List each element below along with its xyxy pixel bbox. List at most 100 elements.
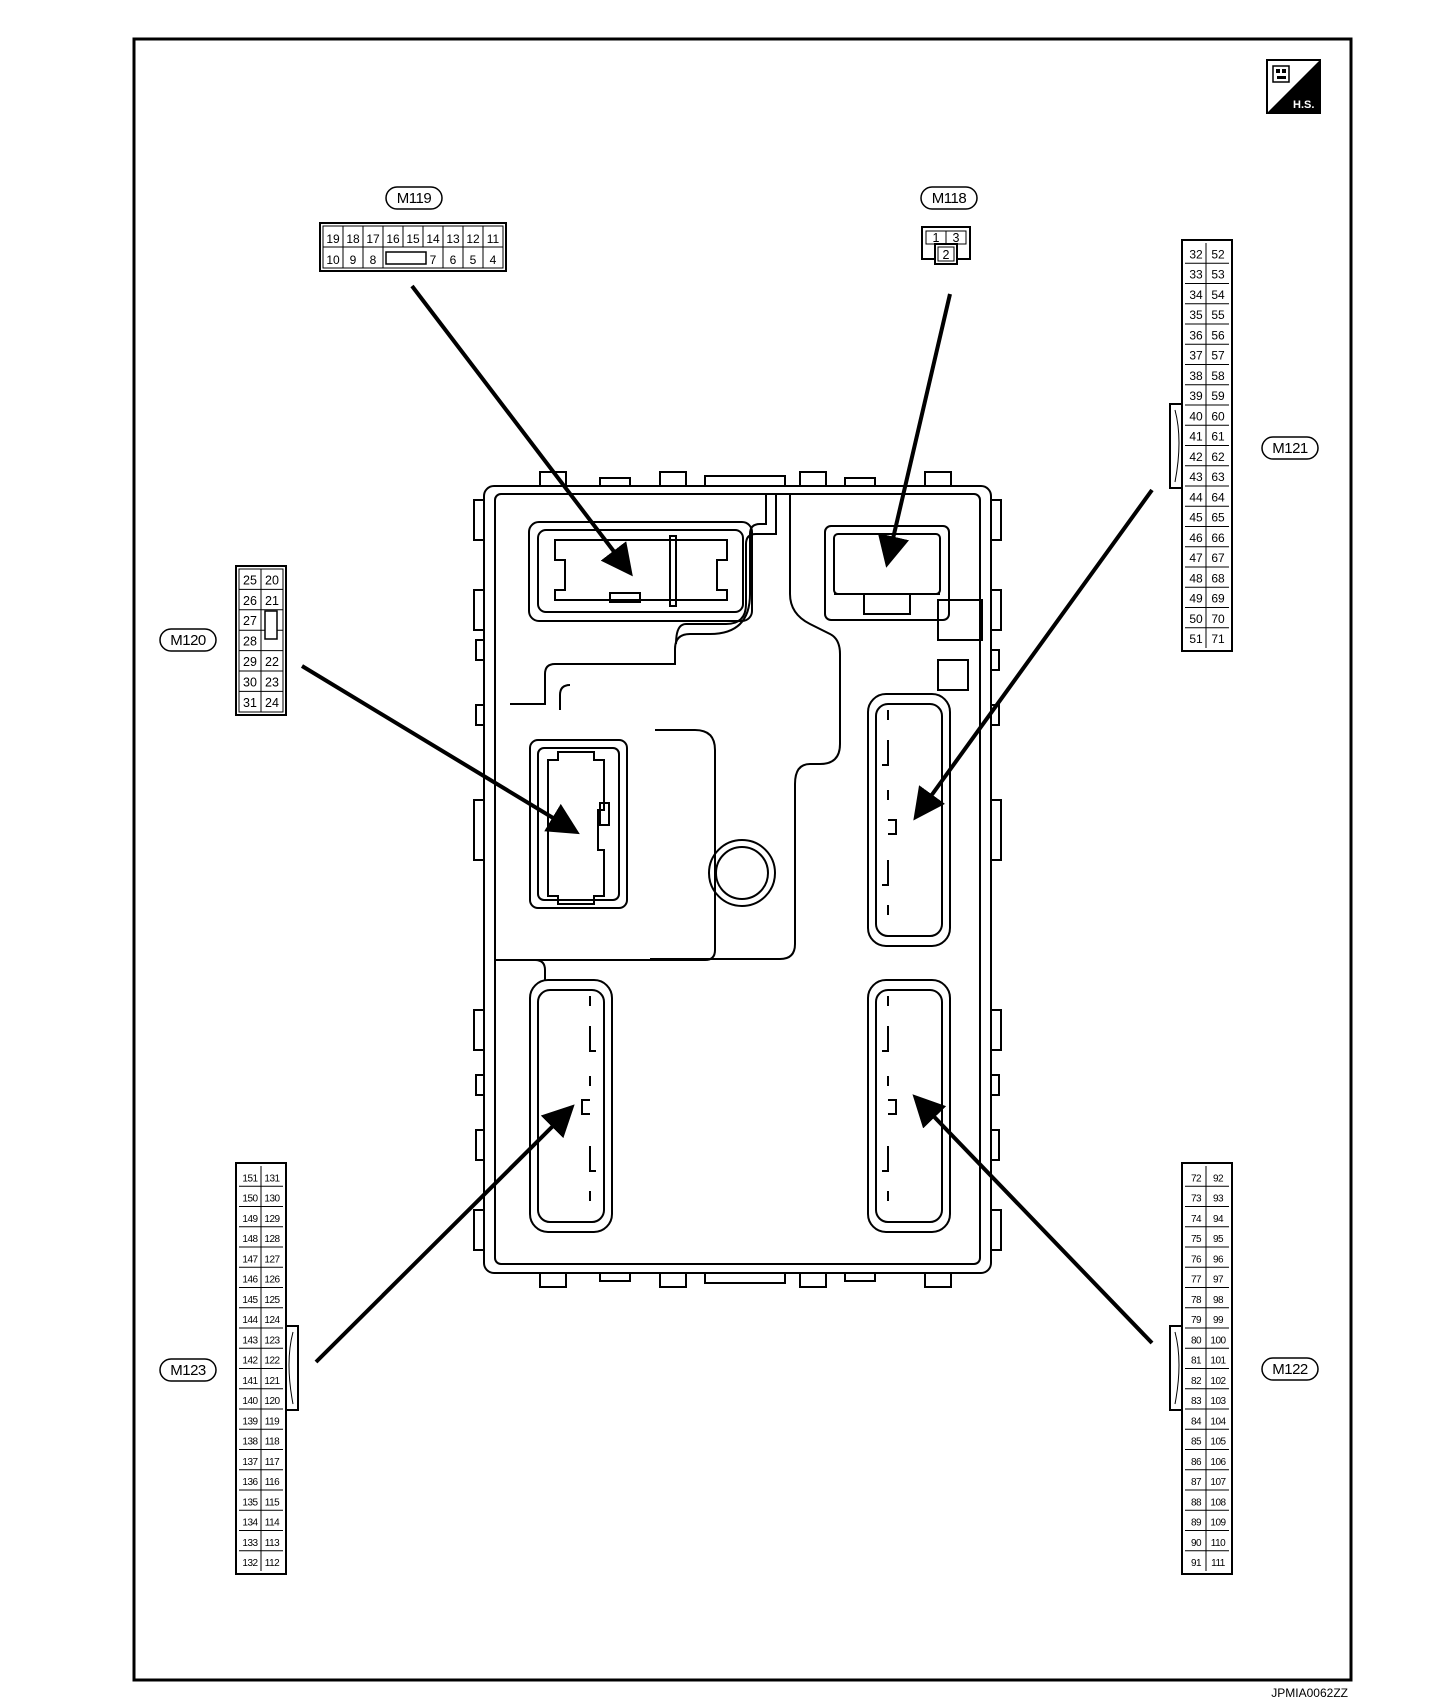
connector-icon xyxy=(1272,65,1290,83)
m121-pin: 65 xyxy=(1211,511,1225,525)
m123-pin: 123 xyxy=(264,1335,280,1346)
m119-pin: 10 xyxy=(326,253,340,267)
m122-pin: 84 xyxy=(1191,1416,1202,1427)
connector-face-m121: 3233343536373839404142434445464748495051… xyxy=(1169,239,1233,652)
m121-pin: 45 xyxy=(1189,511,1203,525)
connector-label-m123: M123 xyxy=(159,1358,217,1382)
m119-pin: 11 xyxy=(487,232,500,246)
m119-pin: 17 xyxy=(366,232,380,246)
hs-badge: H.S. xyxy=(1266,59,1321,114)
m120-pin: 24 xyxy=(265,696,279,710)
m119-pin: 8 xyxy=(370,253,377,267)
m123-pin: 119 xyxy=(265,1416,280,1427)
m123-pin: 130 xyxy=(264,1194,280,1205)
m121-pin: 70 xyxy=(1211,612,1225,626)
m118-pin: 2 xyxy=(943,248,950,262)
m123-pin: 144 xyxy=(242,1315,258,1326)
m123-pin: 129 xyxy=(264,1214,280,1225)
m120-pin: 21 xyxy=(265,594,279,608)
connector-label-m121: M121 xyxy=(1261,436,1319,460)
m122-pin: 107 xyxy=(1210,1477,1226,1488)
m120-pin: 25 xyxy=(243,573,257,587)
m122-pin: 77 xyxy=(1191,1275,1202,1286)
m122-pin: 88 xyxy=(1191,1497,1202,1508)
m119-pin: 4 xyxy=(490,253,497,267)
m123-pin: 120 xyxy=(264,1396,280,1407)
m122-pin: 79 xyxy=(1191,1315,1202,1326)
m123-pin: 127 xyxy=(264,1254,280,1265)
m122-pin: 72 xyxy=(1191,1173,1202,1184)
m123-pin: 134 xyxy=(242,1518,258,1529)
m122-pin: 97 xyxy=(1213,1275,1224,1286)
arrow-m123 xyxy=(314,1104,575,1364)
m121-pin: 49 xyxy=(1189,592,1203,606)
m120-pin: 29 xyxy=(243,655,257,669)
m120-pin: 23 xyxy=(265,675,279,689)
m123-pin: 121 xyxy=(264,1376,280,1387)
m122-pin: 91 xyxy=(1191,1558,1202,1569)
svg-text:M123: M123 xyxy=(170,1362,206,1379)
page-frame xyxy=(132,37,1353,1682)
m123-pin: 126 xyxy=(264,1275,280,1286)
m121-pin: 59 xyxy=(1211,389,1225,403)
svg-text:M122: M122 xyxy=(1272,1361,1308,1378)
svg-text:M121: M121 xyxy=(1272,440,1308,457)
arrow-m122 xyxy=(912,1094,1154,1345)
m120-pin: 22 xyxy=(265,655,279,669)
m123-pin: 131 xyxy=(264,1173,280,1184)
m122-pin: 89 xyxy=(1191,1518,1202,1529)
m121-pin: 57 xyxy=(1211,349,1225,363)
m123-pin: 137 xyxy=(242,1457,258,1468)
m122-pin: 99 xyxy=(1213,1315,1224,1326)
m121-pin: 53 xyxy=(1211,268,1225,282)
m122-pin: 96 xyxy=(1213,1254,1224,1265)
ipdm-unit xyxy=(473,471,1002,1288)
connector-label-m122: M122 xyxy=(1261,1357,1319,1381)
m123-pin: 135 xyxy=(242,1497,258,1508)
figure-code: JPMIA0062ZZ xyxy=(1271,1686,1348,1700)
m121-pin: 42 xyxy=(1189,450,1203,464)
m122-pin: 78 xyxy=(1191,1295,1202,1306)
m123-pin: 133 xyxy=(242,1538,258,1549)
m123-pin: 139 xyxy=(242,1416,258,1427)
m122-pin: 109 xyxy=(1210,1518,1226,1529)
m123-pin: 151 xyxy=(242,1173,258,1184)
m121-pin: 56 xyxy=(1211,328,1225,342)
m119-pin: 13 xyxy=(446,232,460,246)
m120-pin: 20 xyxy=(265,573,279,587)
m122-pin: 111 xyxy=(1211,1558,1226,1569)
arrow-m118 xyxy=(877,293,952,568)
m122-pin: 105 xyxy=(1210,1437,1226,1448)
m119-pin: 15 xyxy=(406,232,420,246)
m122-pin: 98 xyxy=(1213,1295,1224,1306)
m121-pin: 62 xyxy=(1211,450,1225,464)
m123-pin: 125 xyxy=(264,1295,280,1306)
m122-pin: 90 xyxy=(1191,1538,1202,1549)
m121-pin: 35 xyxy=(1189,308,1203,322)
m122-pin: 93 xyxy=(1213,1194,1224,1205)
connector-label-m118: M118 xyxy=(920,186,978,210)
m122-pin: 76 xyxy=(1191,1254,1202,1265)
m121-pin: 43 xyxy=(1189,470,1203,484)
m123-pin: 128 xyxy=(264,1234,280,1245)
m122-pin: 86 xyxy=(1191,1457,1202,1468)
m122-pin: 104 xyxy=(1210,1416,1226,1427)
m123-pin: 140 xyxy=(242,1396,258,1407)
m123-pin: 112 xyxy=(265,1558,280,1569)
m122-pin: 100 xyxy=(1210,1335,1226,1346)
connector-face-m118: 1 3 2 xyxy=(921,226,971,265)
badge-text: H.S. xyxy=(1293,99,1314,111)
m121-pin: 38 xyxy=(1189,369,1203,383)
m121-pin: 52 xyxy=(1211,247,1225,261)
m123-pin: 147 xyxy=(242,1254,258,1265)
m121-pin: 54 xyxy=(1211,288,1225,302)
m119-pin: 7 xyxy=(430,253,437,267)
m119-pin: 12 xyxy=(466,232,480,246)
m121-pin: 37 xyxy=(1189,349,1203,363)
m121-pin: 68 xyxy=(1211,571,1225,585)
m123-pin: 116 xyxy=(265,1477,280,1488)
m121-pin: 47 xyxy=(1189,551,1203,565)
m120-pin: 28 xyxy=(243,635,257,649)
m122-pin: 83 xyxy=(1191,1396,1202,1407)
